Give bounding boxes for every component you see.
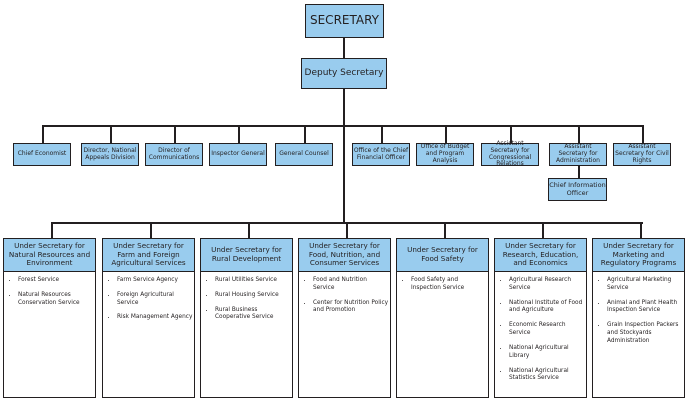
connector-line	[51, 222, 53, 238]
staff-office-box: General Counsel	[275, 143, 333, 166]
agency-list: Agricultural Marketing ServiceAnimal and…	[593, 277, 684, 346]
agency-item: Food Safety and Inspection Service	[411, 277, 488, 293]
under-secretary-title: Under Secretary for Marketing and Regula…	[593, 239, 684, 272]
connector-line	[238, 125, 240, 143]
deputy-secretary-box: Deputy Secretary	[301, 58, 387, 89]
staff-office-box: Assistant Secretary for Congressional Re…	[481, 140, 539, 167]
agency-item: Rural Utilities Service	[215, 277, 292, 285]
connector-line	[174, 125, 176, 143]
connector-line	[444, 222, 446, 238]
under-secretary-title: Under Secretary for Research, Education,…	[495, 239, 586, 272]
agency-list: Agricultural Research ServiceNational In…	[495, 277, 586, 383]
agency-item: National Agricultural Statistics Service	[509, 368, 586, 384]
agency-item: Foreign Agricultural Service	[117, 292, 194, 308]
agency-item: Farm Service Agency	[117, 277, 194, 285]
connector-line	[248, 222, 250, 238]
agency-item: Economic Research Service	[509, 322, 586, 338]
connector-line	[578, 165, 580, 179]
agency-item: Center for Nutrition Policy and Promotio…	[313, 300, 390, 316]
connector-line	[42, 125, 44, 143]
under-secretary-title: Under Secretary for Farm and Foreign Agr…	[103, 239, 194, 272]
staff-office-box: Chief Economist	[13, 143, 71, 166]
under-secretary-box: Under Secretary for Food, Nutrition, and…	[298, 238, 391, 398]
staff-office-box: Director of Communications	[145, 143, 203, 166]
under-secretary-title: Under Secretary for Natural Resources an…	[4, 239, 95, 272]
connector-line	[110, 125, 112, 143]
connector-line	[150, 222, 152, 238]
agency-item: Rural Housing Service	[215, 292, 292, 300]
staff-office-box: Inspector General	[209, 143, 267, 166]
agency-list: Food and Nutrition ServiceCenter for Nut…	[299, 277, 390, 315]
agency-item: Risk Management Agency	[117, 314, 194, 322]
connector-line	[445, 125, 447, 143]
agency-item: Forest Service	[18, 277, 95, 285]
secretary-box: SECRETARY	[305, 4, 384, 38]
chief-information-officer-box: Chief Information Officer	[548, 178, 607, 201]
connector-line	[42, 125, 643, 127]
agency-item: Grain Inspection Packers and Stockyards …	[607, 322, 684, 345]
agency-item: Food and Nutrition Service	[313, 277, 390, 293]
connector-line	[343, 37, 345, 223]
staff-office-box: Office of Budget and Program Analysis	[416, 143, 474, 166]
agency-item: Agricultural Research Service	[509, 277, 586, 293]
under-secretary-title: Under Secretary for Food Safety	[397, 239, 488, 272]
connector-line	[304, 125, 306, 143]
under-secretary-title: Under Secretary for Rural Development	[201, 239, 292, 272]
connector-line	[510, 125, 512, 143]
under-secretary-title: Under Secretary for Food, Nutrition, and…	[299, 239, 390, 272]
connector-line	[346, 222, 348, 238]
agency-list: Food Safety and Inspection Service	[397, 277, 488, 293]
agency-item: National Agricultural Library	[509, 345, 586, 361]
agency-list: Rural Utilities ServiceRural Housing Ser…	[201, 277, 292, 322]
connector-line	[578, 125, 580, 143]
connector-line	[542, 222, 544, 238]
staff-office-box: Director, National Appeals Division	[81, 143, 139, 166]
agency-item: Rural Business Cooperative Service	[215, 307, 292, 323]
under-secretary-box: Under Secretary for Research, Education,…	[494, 238, 587, 398]
agency-list: Farm Service AgencyForeign Agricultural …	[103, 277, 194, 322]
agency-list: Forest ServiceNatural Resources Conserva…	[4, 277, 95, 307]
staff-office-box: Assistant Secretary for Civil Rights	[613, 143, 671, 166]
connector-line	[381, 125, 383, 143]
under-secretary-box: Under Secretary for Food SafetyFood Safe…	[396, 238, 489, 398]
under-secretary-box: Under Secretary for Farm and Foreign Agr…	[102, 238, 195, 398]
connector-line	[640, 222, 642, 238]
staff-office-box: Office of the Chief Financial Officer	[352, 143, 410, 166]
under-secretary-box: Under Secretary for Rural DevelopmentRur…	[200, 238, 293, 398]
agency-item: Agricultural Marketing Service	[607, 277, 684, 293]
agency-item: National Institute of Food and Agricultu…	[509, 300, 586, 316]
connector-line	[642, 125, 644, 143]
under-secretary-box: Under Secretary for Marketing and Regula…	[592, 238, 685, 398]
agency-item: Natural Resources Conservation Service	[18, 292, 95, 308]
staff-office-box: Assistant Secretary for Administration	[549, 143, 607, 166]
agency-item: Animal and Plant Health Inspection Servi…	[607, 300, 684, 316]
under-secretary-box: Under Secretary for Natural Resources an…	[3, 238, 96, 398]
